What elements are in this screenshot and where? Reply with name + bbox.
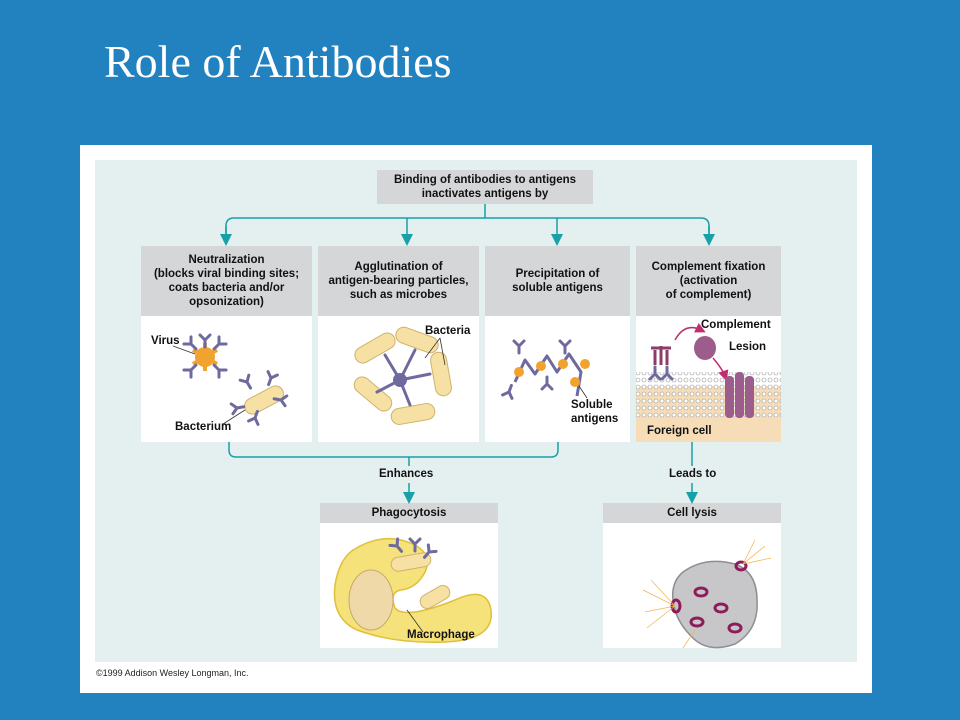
cell-lysis-title: Cell lysis: [603, 503, 781, 523]
bacteria-label: Bacteria: [425, 325, 471, 337]
root-box: Binding of antibodies to antigens inacti…: [377, 170, 593, 204]
slide-title: Role of Antibodies: [104, 36, 452, 87]
agglutination-title: Agglutination of antigen-bearing particl…: [318, 246, 479, 316]
leads-to-label: Leads to: [669, 468, 717, 480]
enhances-label: Enhances: [379, 468, 434, 480]
diagram-panel: Binding of antibodies to antigens inacti…: [95, 160, 857, 662]
complement-illustration: [636, 322, 781, 442]
bacterium-label: Bacterium: [175, 421, 232, 433]
top-connectors: [220, 204, 715, 246]
complement-label: Complement: [701, 319, 771, 331]
macrophage-label: Macrophage: [407, 629, 475, 641]
lesion-label: Lesion: [729, 341, 767, 353]
phagocytosis-illustration: [333, 537, 492, 643]
soluble-antigens-label: Soluble antigens: [571, 399, 619, 425]
precipitation-title: Precipitation of soluble antigens: [485, 246, 630, 316]
complement-fixation-title: Complement fixation (activation of compl…: [636, 246, 781, 316]
neutralization-title: Neutralization (blocks viral binding sit…: [141, 246, 312, 316]
figure: Binding of antibodies to antigens inacti…: [80, 145, 872, 693]
precipitation-illustration: [501, 339, 590, 400]
foreign-cell-label: Foreign cell: [647, 425, 712, 437]
precipitation-card: [485, 316, 630, 442]
neutralization-card: [141, 316, 312, 442]
copyright-notice: ©1999 Addison Wesley Longman, Inc.: [96, 668, 249, 678]
bottom-connectors: [228, 442, 698, 504]
phagocytosis-title: Phagocytosis: [320, 503, 498, 523]
virus-label: Virus: [151, 335, 180, 347]
cell-lysis-illustration: [642, 539, 772, 649]
neutralization-illustration: [172, 333, 289, 426]
agglutination-illustration: [353, 326, 452, 425]
diagram-graphics: [172, 204, 781, 649]
